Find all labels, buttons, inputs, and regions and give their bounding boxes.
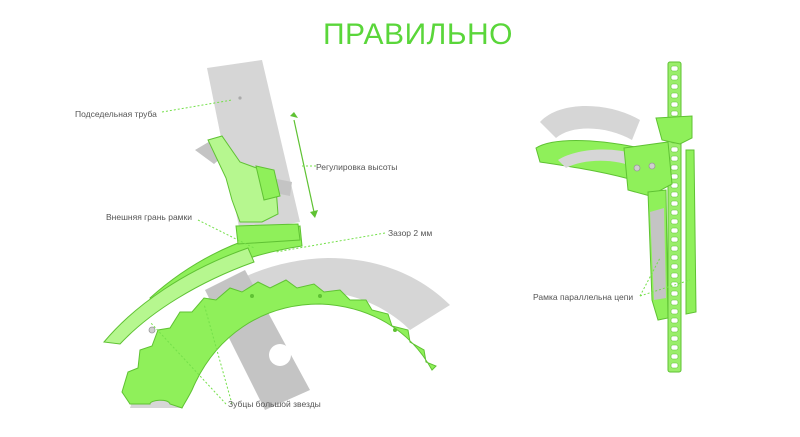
label-frame-parallel: Рамка параллельна цепи <box>533 292 633 302</box>
chain-link <box>670 245 679 252</box>
chain-link <box>670 353 679 360</box>
derailleur-icon <box>103 135 303 345</box>
chain-link <box>670 218 679 225</box>
chain-link <box>670 335 679 342</box>
chain-link <box>670 308 679 315</box>
derailleur-side-icon <box>623 115 697 321</box>
chain-link <box>670 146 679 153</box>
leader-gap <box>275 232 386 253</box>
leader-teeth-2 <box>203 303 233 405</box>
chain-link <box>670 326 679 333</box>
chain-link <box>670 236 679 243</box>
leader-frame-parallel-2 <box>639 279 691 297</box>
chain-link <box>670 182 679 189</box>
leader-teeth-1 <box>149 321 227 405</box>
chain-link <box>670 344 679 351</box>
chain-link <box>670 101 679 108</box>
crank-hole-icon <box>269 344 291 366</box>
label-height-adjust: Регулировка высоты <box>316 162 397 172</box>
label-frame-outer-edge: Внешняя грань рамки <box>106 212 192 222</box>
chain-link <box>670 200 679 207</box>
chain-link <box>670 65 679 72</box>
chain-link <box>670 155 679 162</box>
chain-link <box>670 164 679 171</box>
leader-frame-parallel-1 <box>639 257 661 297</box>
chain-link <box>670 110 679 117</box>
label-seat-tube: Подседельная труба <box>75 109 157 119</box>
label-big-ring-teeth: Зубцы большой звезды <box>228 399 321 409</box>
chain-link <box>670 263 679 270</box>
chain-link <box>670 209 679 216</box>
chain-icon <box>667 61 682 373</box>
chain-link <box>670 362 679 369</box>
chain-link <box>670 191 679 198</box>
label-gap: Зазор 2 мм <box>388 228 432 238</box>
chain-link <box>670 92 679 99</box>
chain-link <box>670 299 679 306</box>
chain-link <box>670 227 679 234</box>
chain-link <box>670 173 679 180</box>
chain-link <box>670 83 679 90</box>
clamp-icon <box>535 106 653 185</box>
chain-link <box>670 74 679 81</box>
page-title: ПРАВИЛЬНО <box>323 18 513 51</box>
chain-link <box>670 272 679 279</box>
chain-link <box>670 317 679 324</box>
chainring-icon <box>121 258 450 410</box>
leader-frame-edge <box>197 219 255 249</box>
chain-link <box>670 290 679 297</box>
chain-link <box>670 254 679 261</box>
